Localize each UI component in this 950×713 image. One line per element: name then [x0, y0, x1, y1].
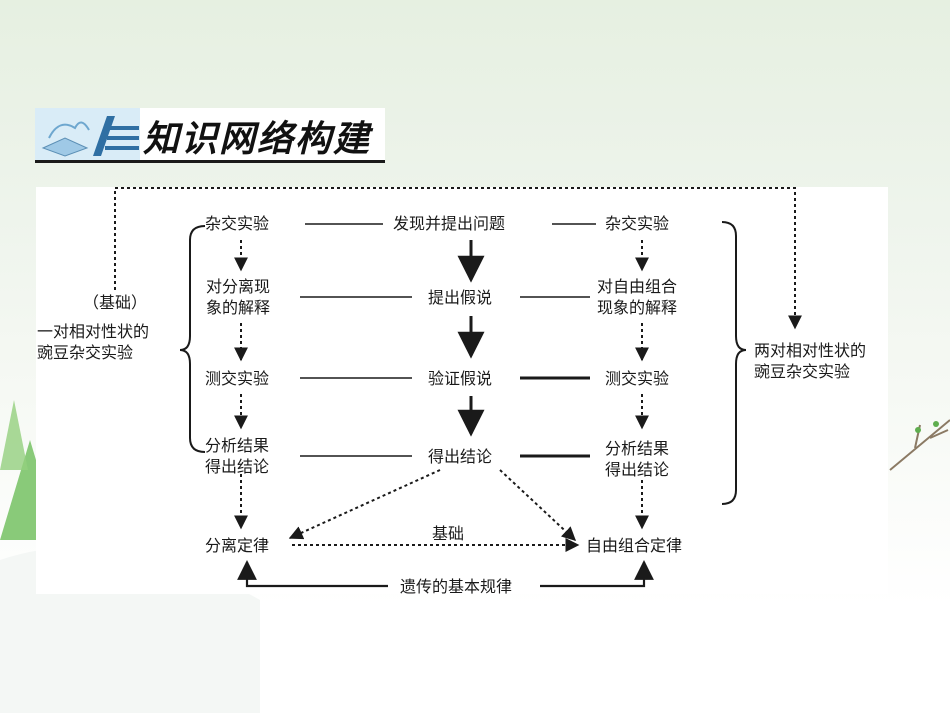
bottom-label: 遗传的基本规律	[400, 577, 513, 596]
left-step-3: 测交实验	[205, 369, 270, 388]
bottom-left-loop	[237, 560, 388, 588]
center-step-4: 得出结论	[428, 447, 493, 466]
left-step-1: 杂交实验	[205, 214, 270, 233]
center-step-2: 提出假说	[428, 288, 493, 307]
diag-arrow-right	[499, 469, 577, 541]
right-group-label: 两对相对性状的 豌豆杂交实验	[754, 341, 867, 381]
top-dotted-connector	[114, 187, 802, 330]
page-title: 知识网络构建	[143, 118, 372, 160]
bottom-right-loop	[540, 560, 654, 588]
right-step-4: 分析结果 得出结论	[605, 439, 670, 479]
right-brace	[721, 221, 747, 505]
left-step-2: 对分离现 象的解释	[206, 277, 271, 317]
diagram-panel	[36, 187, 888, 594]
right-step-1: 杂交实验	[605, 214, 670, 233]
center-step-1: 发现并提出问题	[393, 214, 506, 233]
left-result: 分离定律	[205, 536, 270, 555]
center-step-3: 验证假说	[428, 369, 493, 388]
right-result: 自由组合定律	[586, 536, 683, 555]
left-step-4: 分析结果 得出结论	[205, 436, 270, 476]
right-step-2: 对自由组合 现象的解释	[597, 277, 678, 317]
left-group-label: 一对相对性状的 豌豆杂交实验	[37, 322, 150, 362]
tree-left-small	[0, 400, 28, 470]
left-group-prefix: （基础）	[83, 293, 148, 312]
right-step-3: 测交实验	[605, 369, 670, 388]
left-brace	[179, 225, 206, 453]
diag-arrow-left	[288, 469, 441, 540]
basis-label: 基础	[432, 524, 465, 543]
title-banner: 知识网络构建	[35, 108, 385, 163]
book-icon	[35, 108, 140, 160]
